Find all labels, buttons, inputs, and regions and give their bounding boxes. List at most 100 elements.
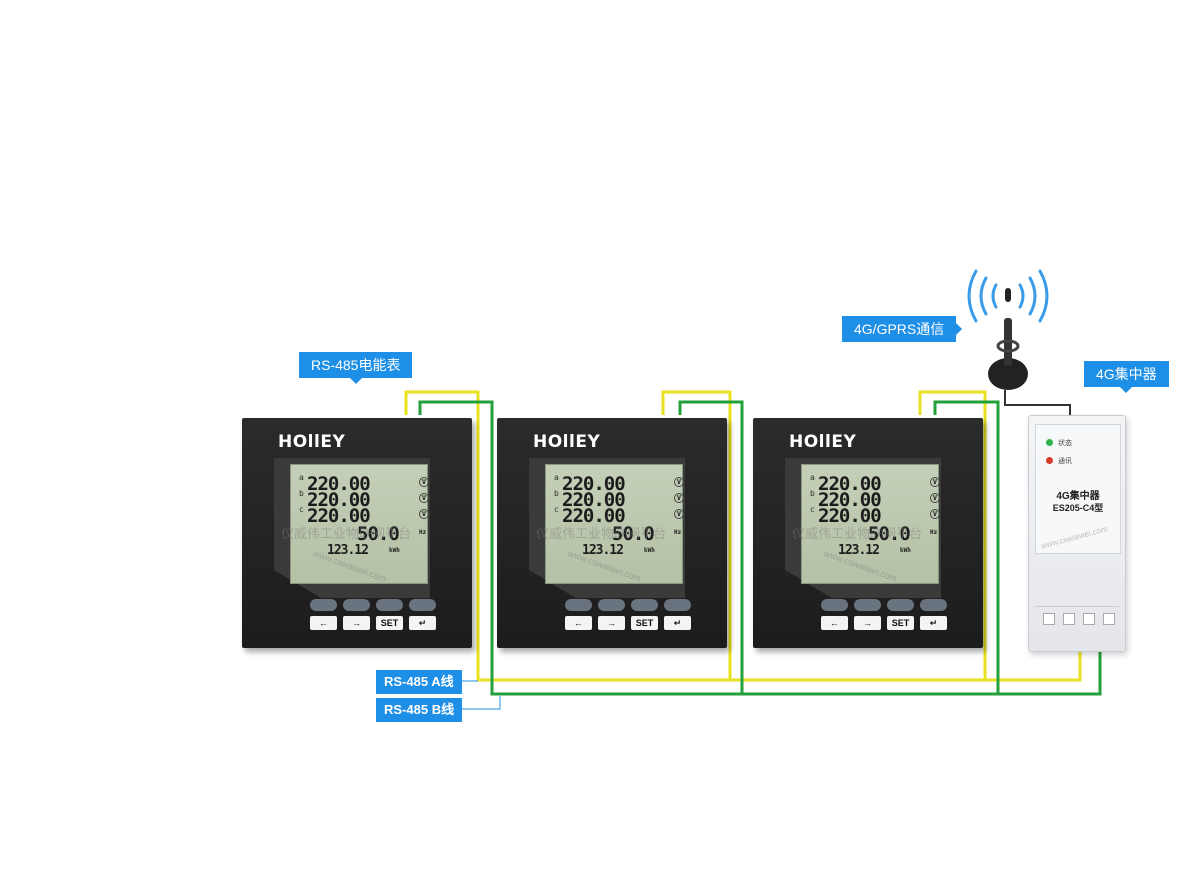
concentrator-label-tag: 4G集中器 bbox=[1084, 361, 1169, 393]
reading-value: 50.0 bbox=[612, 523, 655, 545]
reading-value: 220.00 bbox=[307, 473, 371, 495]
indicator-button[interactable] bbox=[598, 599, 625, 611]
indicator-button[interactable] bbox=[565, 599, 592, 611]
terminal bbox=[1063, 613, 1075, 625]
brand-logo: HOllEY bbox=[533, 432, 601, 452]
set-key[interactable]: SET bbox=[631, 616, 658, 630]
comm-led-icon bbox=[1046, 457, 1053, 464]
status-led-icon bbox=[1046, 439, 1053, 446]
right-key[interactable]: → bbox=[343, 616, 370, 630]
unit-label: Hz bbox=[419, 529, 427, 536]
reading-value: 220.00 bbox=[307, 505, 371, 527]
unit-label: V bbox=[674, 493, 684, 503]
concentrator-panel: 状态 通讯 4G集中器 ES205-C4型 www.cswaiwei.com bbox=[1035, 424, 1121, 554]
wire-b bbox=[418, 400, 1102, 696]
antenna-icon bbox=[988, 288, 1028, 390]
unit-label: kWh bbox=[644, 547, 655, 554]
reading-value: 123.12 bbox=[838, 543, 880, 558]
indicator-button[interactable] bbox=[887, 599, 914, 611]
phase-label: b bbox=[810, 489, 815, 498]
unit-label: V bbox=[419, 509, 429, 519]
indicator-button[interactable] bbox=[310, 599, 337, 611]
unit-label: V bbox=[930, 477, 940, 487]
concentrator-model: ES205-C4型 bbox=[1052, 503, 1104, 513]
status-led-label: 状态 bbox=[1058, 440, 1072, 447]
unit-label: kWh bbox=[389, 547, 400, 554]
unit-label: V bbox=[930, 493, 940, 503]
unit-label: V bbox=[419, 477, 429, 487]
gprs-label-tag: 4G/GPRS通信 bbox=[842, 316, 963, 342]
concentrator-device: 状态 通讯 4G集中器 ES205-C4型 www.cswaiwei.com bbox=[1028, 415, 1126, 652]
indicator-button[interactable] bbox=[631, 599, 658, 611]
unit-label: Hz bbox=[930, 529, 938, 536]
watermark-text: 仪威伟工业物联网平台 bbox=[281, 526, 412, 541]
leader-b bbox=[462, 696, 501, 710]
antenna-cable bbox=[1004, 390, 1071, 415]
reading-value: 123.12 bbox=[327, 543, 369, 558]
reading-value: 50.0 bbox=[357, 523, 400, 545]
right-key[interactable]: → bbox=[598, 616, 625, 630]
watermark-text: 仪威伟工业物联网平台 bbox=[536, 526, 667, 541]
unit-label: V bbox=[419, 493, 429, 503]
reading-value: 220.00 bbox=[562, 473, 626, 495]
right-key[interactable]: → bbox=[854, 616, 881, 630]
set-key[interactable]: SET bbox=[376, 616, 403, 630]
indicator-button[interactable] bbox=[409, 599, 436, 611]
line-a-tag: RS-485 A线 bbox=[376, 670, 462, 694]
phase-label: b bbox=[554, 489, 559, 498]
reading-value: 50.0 bbox=[868, 523, 911, 545]
phase-label: a bbox=[299, 473, 304, 482]
phase-label: a bbox=[810, 473, 815, 482]
left-key[interactable]: ← bbox=[821, 616, 848, 630]
brand-logo: HOllEY bbox=[278, 432, 346, 452]
phase-label: c bbox=[299, 505, 304, 514]
reading-value: 220.00 bbox=[307, 489, 371, 511]
unit-label: V bbox=[674, 477, 684, 487]
left-key[interactable]: ← bbox=[565, 616, 592, 630]
left-key[interactable]: ← bbox=[310, 616, 337, 630]
reading-value: 220.00 bbox=[562, 489, 626, 511]
unit-label: Hz bbox=[674, 529, 682, 536]
watermark-text: 仪威伟工业物联网平台 bbox=[792, 526, 923, 541]
unit-label: kWh bbox=[900, 547, 911, 554]
brand-logo: HOllEY bbox=[789, 432, 857, 452]
line-b-tag: RS-485 B线 bbox=[376, 698, 463, 722]
meter-label-tag: RS-485电能表 bbox=[299, 352, 413, 384]
enter-key[interactable]: ↵ bbox=[664, 616, 691, 630]
reading-value: 220.00 bbox=[818, 505, 882, 527]
unit-label: V bbox=[674, 509, 684, 519]
reading-value: 220.00 bbox=[562, 505, 626, 527]
reading-value: 220.00 bbox=[818, 489, 882, 511]
indicator-button[interactable] bbox=[664, 599, 691, 611]
indicator-button[interactable] bbox=[343, 599, 370, 611]
terminal bbox=[1103, 613, 1115, 625]
terminal bbox=[1043, 613, 1055, 625]
set-key[interactable]: SET bbox=[887, 616, 914, 630]
phase-label: a bbox=[554, 473, 559, 482]
reading-value: 123.12 bbox=[582, 543, 624, 558]
concentrator-name: 4G集中器 bbox=[1056, 491, 1100, 502]
indicator-button[interactable] bbox=[376, 599, 403, 611]
enter-key[interactable]: ↵ bbox=[920, 616, 947, 630]
indicator-button[interactable] bbox=[854, 599, 881, 611]
wire-a bbox=[404, 390, 1082, 682]
unit-label: V bbox=[930, 509, 940, 519]
terminal-block bbox=[1035, 606, 1119, 637]
signal-waves-icon bbox=[967, 269, 1049, 323]
comm-led-label: 通讯 bbox=[1058, 458, 1072, 465]
indicator-button[interactable] bbox=[821, 599, 848, 611]
enter-key[interactable]: ↵ bbox=[409, 616, 436, 630]
phase-label: c bbox=[810, 505, 815, 514]
terminal bbox=[1083, 613, 1095, 625]
indicator-button[interactable] bbox=[920, 599, 947, 611]
reading-value: 220.00 bbox=[818, 473, 882, 495]
phase-label: b bbox=[299, 489, 304, 498]
